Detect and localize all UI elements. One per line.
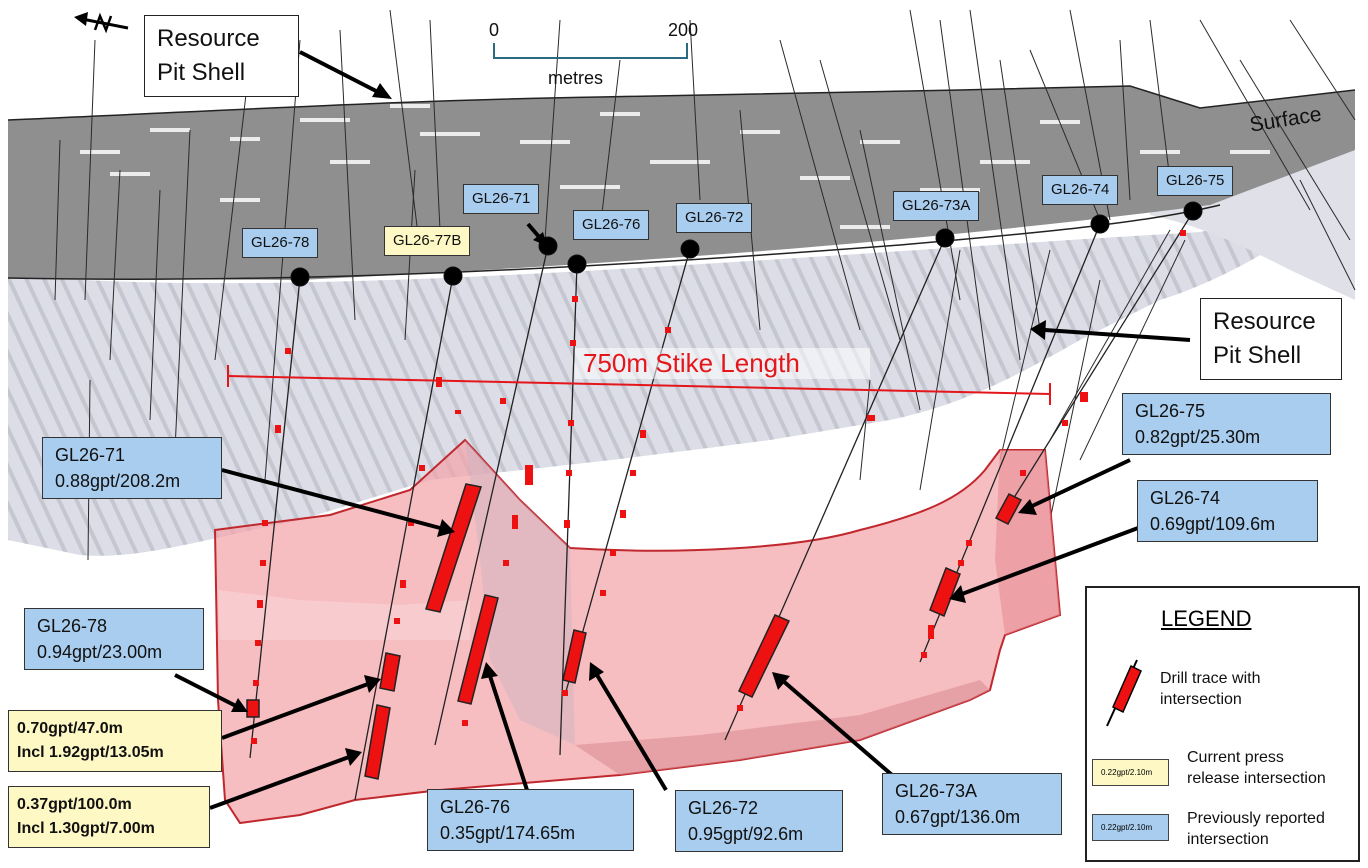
pit-shell-right-line-2: Pit Shell xyxy=(1213,342,1302,369)
callout-value: 0.67gpt/136.0m xyxy=(895,807,1021,827)
scale-max-label: 200 xyxy=(668,20,699,40)
drill-traces xyxy=(249,211,1194,801)
hole-label-gl26-73a: GL26-73A xyxy=(893,191,980,221)
legend-previous-swatch: 0.22gpt/2.10m xyxy=(1092,814,1169,841)
pit-rim-line xyxy=(7,204,1221,281)
callout-value: 0.95gpt/92.6m xyxy=(688,824,804,844)
callout-gl26-74: GL26-74 0.69gpt/109.6m xyxy=(1137,480,1318,542)
pit-shell-label-right: Resource Pit Shell xyxy=(1200,298,1342,380)
callout-hole-id: GL26-73A xyxy=(895,781,978,801)
legend-drill-trace-text: Drill trace with intersection xyxy=(1160,668,1260,710)
callout-gl26-72: GL26-72 0.95gpt/92.6m xyxy=(675,790,843,852)
callout-include: Incl 1.92gpt/13.05m xyxy=(17,744,164,761)
orebody-right-face xyxy=(995,450,1060,635)
callout-value: 0.37gpt/100.0m xyxy=(17,796,132,813)
collar-dots xyxy=(290,201,1203,287)
hole-label-gl26-77b: GL26-77B xyxy=(384,226,471,256)
hole-label-gl26-78: GL26-78 xyxy=(242,228,319,258)
pit-shell-top-line-1: Resource xyxy=(157,25,260,52)
legend-previous-line-1: Previously reported xyxy=(1187,810,1325,827)
north-arrow-icon xyxy=(74,12,129,34)
legend-current-line-1: Current press xyxy=(1187,749,1284,766)
surface-line xyxy=(7,85,1356,121)
callout-gl26-76: GL26-76 0.35gpt/174.65m xyxy=(427,789,634,851)
pit-shell-right-line-1: Resource xyxy=(1213,308,1316,335)
hole-label-gl26-71: GL26-71 xyxy=(463,184,540,214)
intersection-bars xyxy=(246,483,1023,780)
scale-zero-label: 0 xyxy=(489,20,500,40)
orebody-top-shade xyxy=(218,590,470,640)
callout-hole-id: GL26-76 xyxy=(440,797,511,817)
callout-gl26-71: GL26-71 0.88gpt/208.2m xyxy=(42,437,222,499)
callout-gl26-77b-upper: 0.70gpt/47.0m Incl 1.92gpt/13.05m xyxy=(8,710,222,772)
callout-hole-id: GL26-74 xyxy=(1150,488,1221,508)
legend-drill-line-1: Drill trace with xyxy=(1160,670,1261,687)
orebody-back-face xyxy=(465,440,575,745)
legend-previous-text: Previously reported intersection xyxy=(1187,808,1325,850)
legend-current-text: Current press release intersection xyxy=(1187,747,1326,789)
callout-hole-id: GL26-71 xyxy=(55,445,126,465)
callout-gl26-77b-lower: 0.37gpt/100.0m Incl 1.30gpt/7.00m xyxy=(8,786,210,848)
callout-hole-id: GL26-75 xyxy=(1135,401,1206,421)
callout-arrows xyxy=(174,50,1191,810)
pit-shell-label-top: Resource Pit Shell xyxy=(144,15,299,97)
callout-value: 0.35gpt/174.65m xyxy=(440,823,576,843)
strike-length-label: 750m Stike Length xyxy=(575,348,870,379)
legend-drill-line-2: intersection xyxy=(1160,691,1242,708)
callout-gl26-75: GL26-75 0.82gpt/25.30m xyxy=(1122,393,1331,455)
hole-label-gl26-75: GL26-75 xyxy=(1157,166,1234,196)
drill-trace-legend-icon xyxy=(1106,659,1142,727)
callout-hole-id: GL26-78 xyxy=(37,616,108,636)
hole-label-gl26-76: GL26-76 xyxy=(573,210,650,240)
callout-value: 0.70gpt/47.0m xyxy=(17,720,123,737)
callout-value: 0.82gpt/25.30m xyxy=(1135,427,1261,447)
strike-length-bar xyxy=(227,365,1051,405)
callout-gl26-73a: GL26-73A 0.67gpt/136.0m xyxy=(882,773,1062,835)
hole-label-gl26-74: GL26-74 xyxy=(1042,175,1119,205)
hole-label-gl26-72: GL26-72 xyxy=(676,203,753,233)
pit-shell-upper-surface xyxy=(8,86,1355,280)
legend-current-swatch: 0.22gpt/2.10m xyxy=(1092,759,1169,786)
legend: LEGEND Drill trace with intersection 0.2… xyxy=(1085,586,1360,862)
pit-shell-top-line-2: Pit Shell xyxy=(157,59,246,86)
callout-hole-id: GL26-72 xyxy=(688,798,759,818)
scale-bar xyxy=(493,43,688,59)
callout-value: 0.69gpt/109.6m xyxy=(1150,514,1276,534)
callout-value: 0.94gpt/23.00m xyxy=(37,642,163,662)
scale-unit-label: metres xyxy=(548,68,604,88)
legend-current-line-2: release intersection xyxy=(1187,770,1326,787)
callout-include: Incl 1.30gpt/7.00m xyxy=(17,820,155,837)
legend-title: LEGEND xyxy=(1161,606,1252,631)
orebody-base xyxy=(575,680,990,775)
callout-value: 0.88gpt/208.2m xyxy=(55,471,181,491)
callout-gl26-78: GL26-78 0.94gpt/23.00m xyxy=(24,608,204,670)
legend-previous-line-2: intersection xyxy=(1187,831,1269,848)
